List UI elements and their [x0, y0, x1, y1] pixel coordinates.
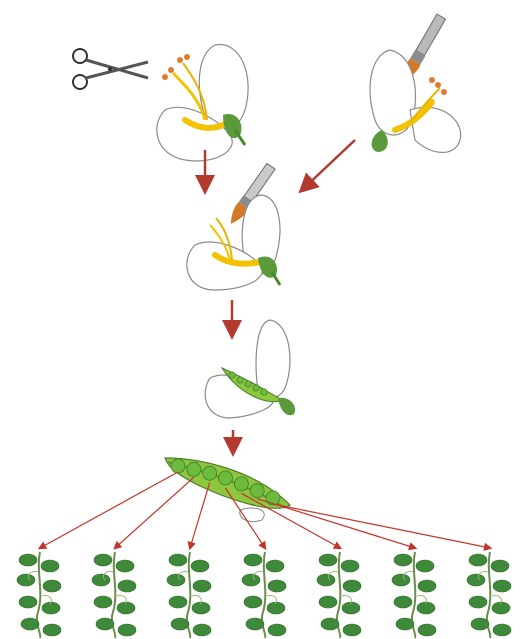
pea-seed	[266, 491, 280, 505]
scissors-icon	[73, 49, 148, 89]
offspring-arrows	[40, 472, 490, 548]
offspring-plant	[167, 552, 211, 638]
offspring-plant	[242, 552, 286, 638]
offspring-plants	[17, 552, 511, 638]
offspring-plant	[17, 552, 61, 638]
offspring-plant	[317, 552, 361, 638]
pea-seed	[203, 466, 217, 480]
offspring-arrow	[115, 477, 194, 548]
open-pea-pod	[165, 458, 290, 522]
pea-seed	[171, 459, 185, 473]
offspring-arrow	[190, 483, 210, 548]
offspring-plant	[392, 552, 436, 638]
flower-pod-forming	[205, 320, 295, 418]
offspring-arrow	[273, 504, 490, 548]
pea-seed	[187, 462, 201, 476]
flower-pollinated	[187, 195, 280, 290]
pea-seed	[219, 471, 233, 485]
pea-seed	[250, 484, 264, 498]
pea-seed	[234, 477, 248, 491]
arrow-donor-to-pollination	[302, 140, 355, 190]
flower-emasculated	[157, 45, 248, 161]
offspring-plant	[92, 552, 136, 638]
offspring-plant	[467, 552, 511, 638]
